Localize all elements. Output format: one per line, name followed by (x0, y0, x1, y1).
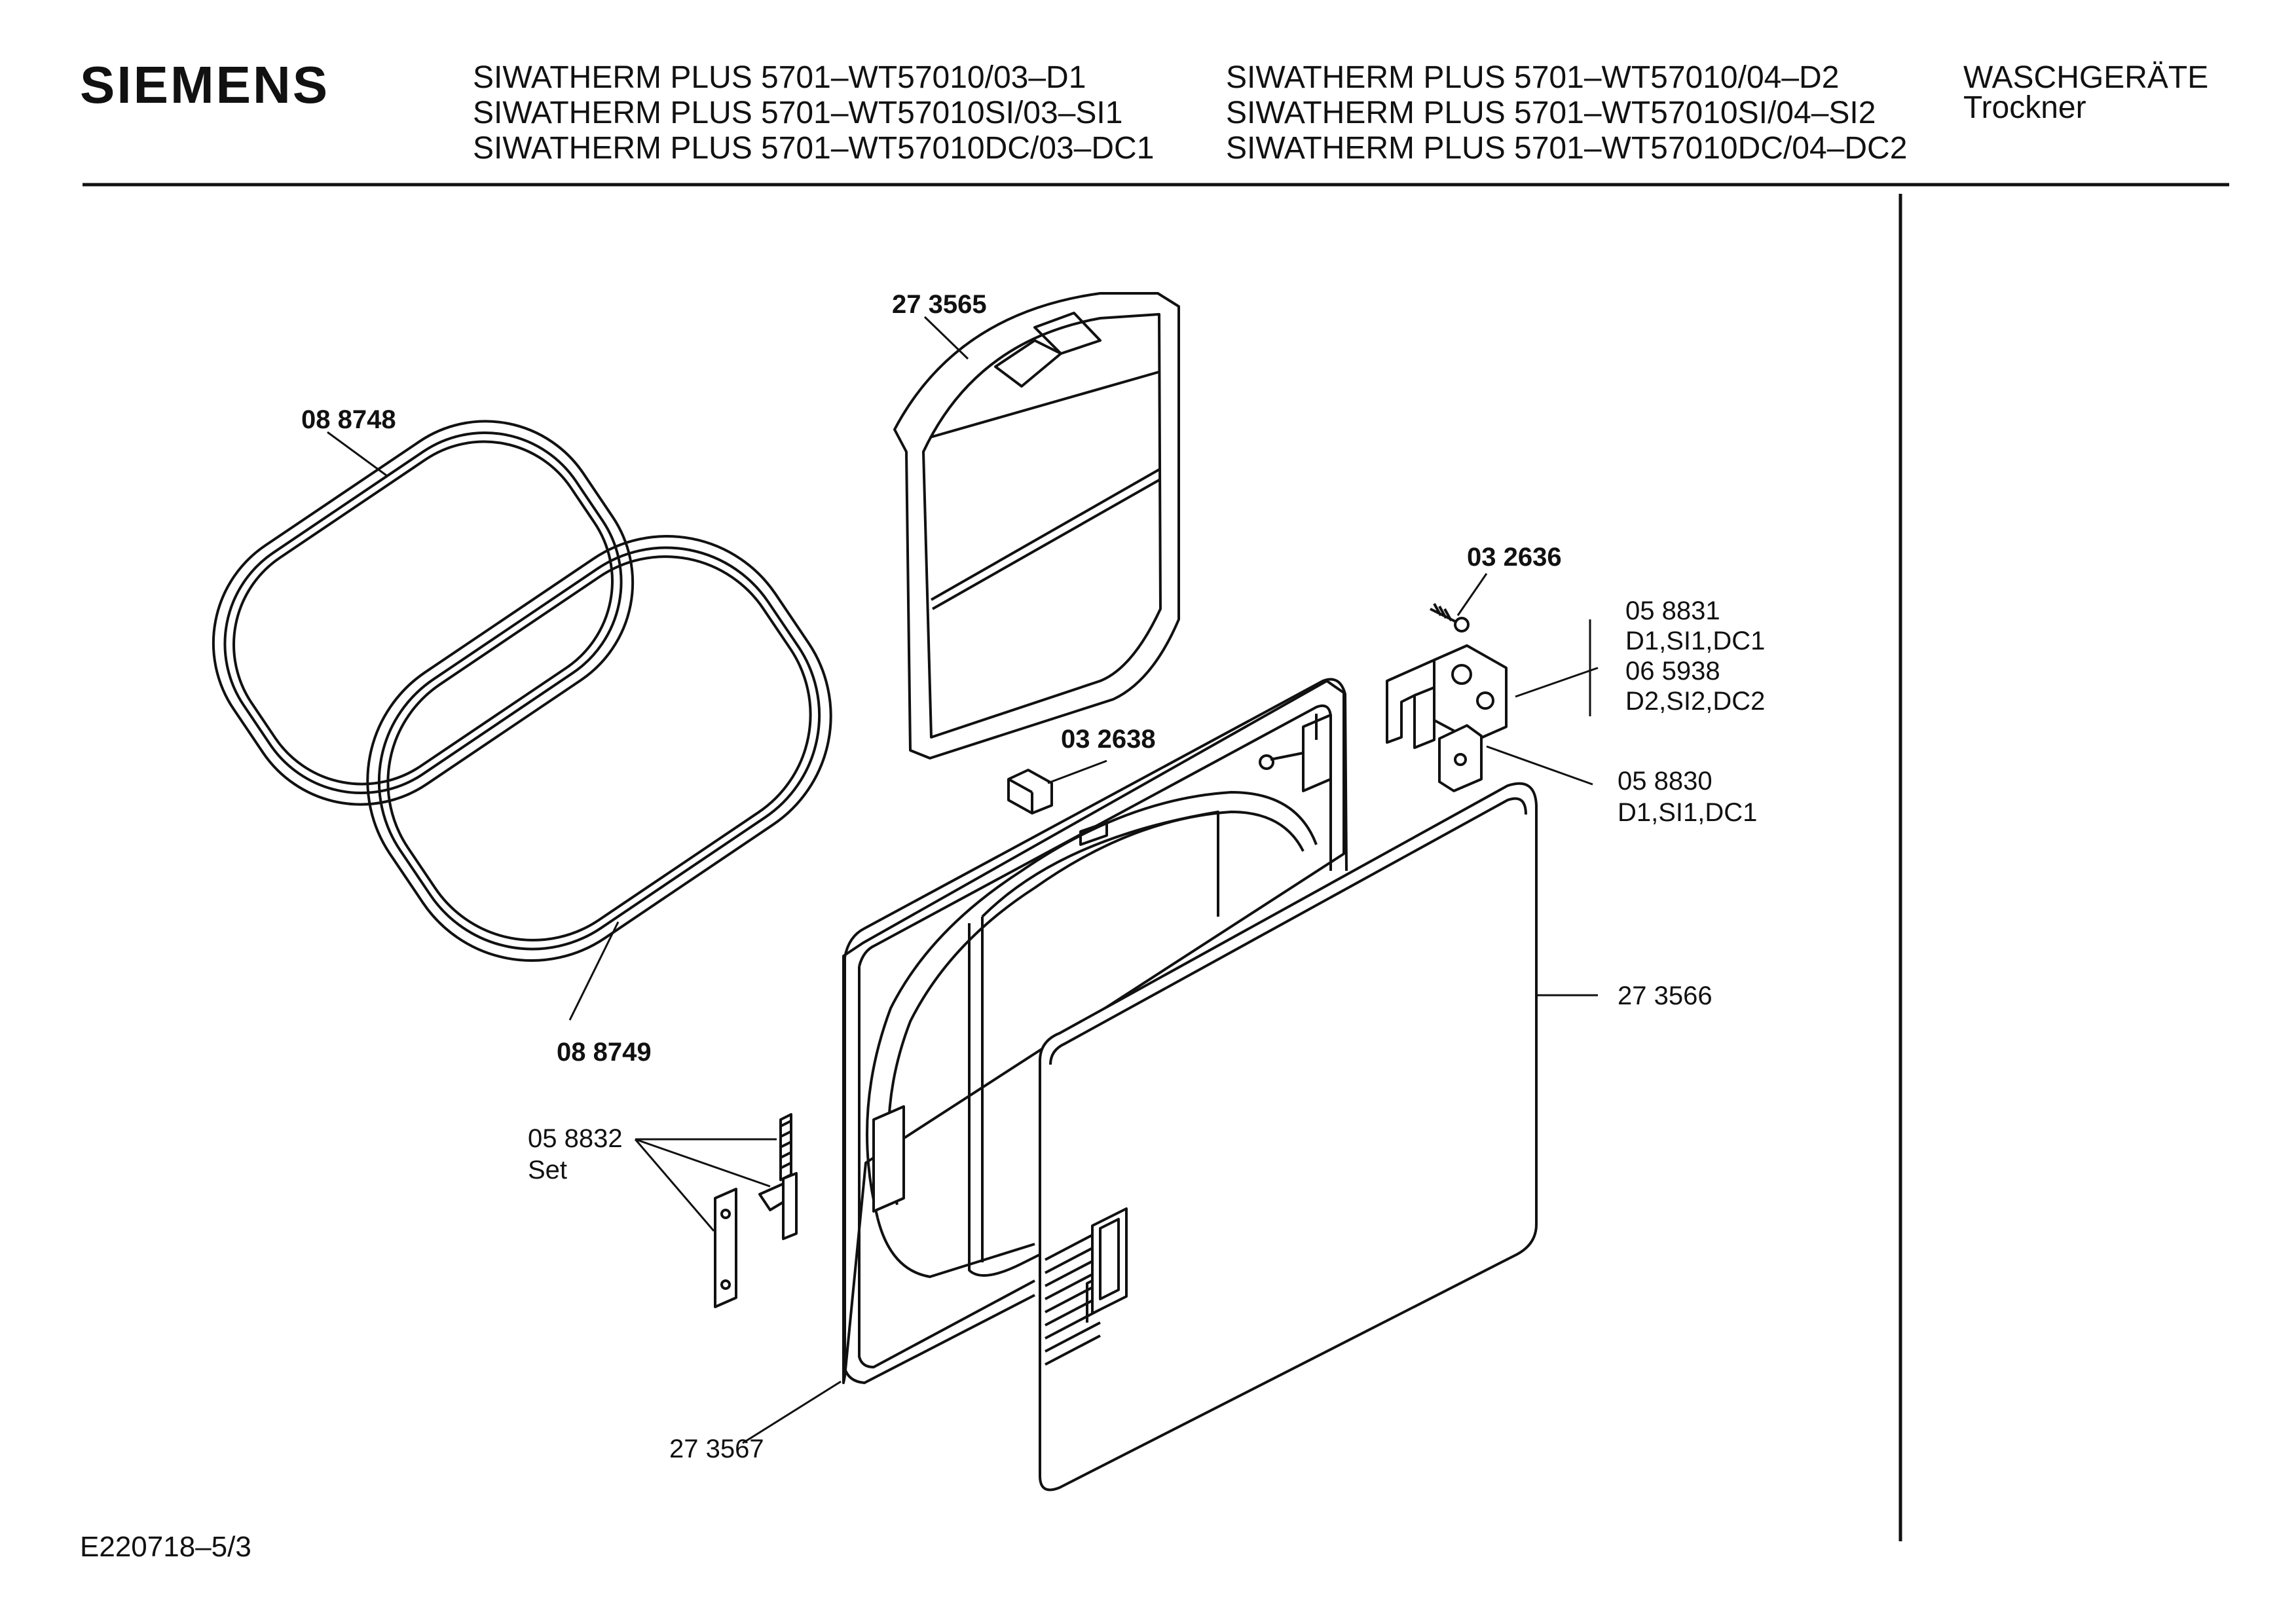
latch-set (714, 1113, 798, 1308)
subcategory-label: Trockner (1963, 90, 2086, 125)
part-number-273566: 27 3566 (1618, 981, 1713, 1010)
siemens-logo: SIEMENS (80, 56, 330, 114)
note-058832: Set (528, 1156, 567, 1184)
leader-058832-c (634, 1139, 715, 1232)
model-line: SIWATHERM PLUS 5701–WT57010DC/04–DC2 (1226, 131, 1908, 166)
document-id: E220718–5/3 (80, 1531, 251, 1563)
leader-058830 (1486, 745, 1593, 786)
category-block: WASCHGERÄTE Trockner (1963, 60, 2208, 126)
model-line: SIWATHERM PLUS 5701–WT57010SI/04–SI2 (1226, 96, 1876, 130)
part-number-088748: 08 8748 (301, 405, 396, 434)
leader-088749 (568, 921, 620, 1021)
model-line: SIWATHERM PLUS 5701–WT57010SI/03–SI1 (473, 96, 1123, 130)
part-number-032638: 03 2638 (1061, 725, 1156, 754)
hinge-plate-part (1438, 724, 1483, 792)
variant-058830: D1,SI1,DC1 (1618, 798, 1757, 827)
part-number-273565: 27 3565 (892, 290, 987, 319)
part-number-088749: 08 8749 (557, 1038, 652, 1067)
gasket-rear (212, 420, 635, 806)
model-line: SIWATHERM PLUS 5701–WT57010DC/03–DC1 (473, 131, 1155, 166)
model-line: SIWATHERM PLUS 5701–WT57010/03–D1 (473, 60, 1086, 95)
lint-filter-frame (893, 292, 1180, 760)
part-number-065938: 06 5938 (1625, 657, 1720, 686)
leader-273567 (742, 1380, 842, 1444)
hinge-part (1386, 644, 1508, 749)
category-label: WASCHGERÄTE (1963, 60, 2209, 95)
clip-part (1007, 769, 1053, 815)
model-list-1: SIWATHERM PLUS 5701–WT57010/03–D1 SIWATH… (473, 60, 1154, 166)
variant-065938: D2,SI2,DC2 (1625, 687, 1765, 716)
leader-088748 (327, 431, 387, 477)
gasket-front (366, 535, 832, 962)
model-list-2: SIWATHERM PLUS 5701–WT57010/04–D2 SIWATH… (1226, 60, 1907, 166)
leader-273565 (923, 316, 969, 360)
variant-058831: D1,SI1,DC1 (1625, 627, 1765, 655)
leader-hinge (1515, 667, 1599, 698)
leader-058832-b (635, 1138, 771, 1188)
part-number-058832: 05 8832 (528, 1124, 623, 1153)
part-number-058831: 05 8831 (1625, 596, 1720, 625)
outer-door-panel (1039, 782, 1538, 1492)
model-line: SIWATHERM PLUS 5701–WT57010/04–D2 (1226, 60, 1840, 95)
leader-032636 (1456, 573, 1488, 616)
part-number-032636: 03 2636 (1467, 543, 1562, 572)
part-number-273567: 27 3567 (669, 1435, 764, 1463)
part-number-058830: 05 8830 (1618, 767, 1713, 796)
leader-032638 (1047, 760, 1107, 784)
screw-part (1430, 603, 1470, 632)
inner-door-frame (842, 678, 1348, 1384)
